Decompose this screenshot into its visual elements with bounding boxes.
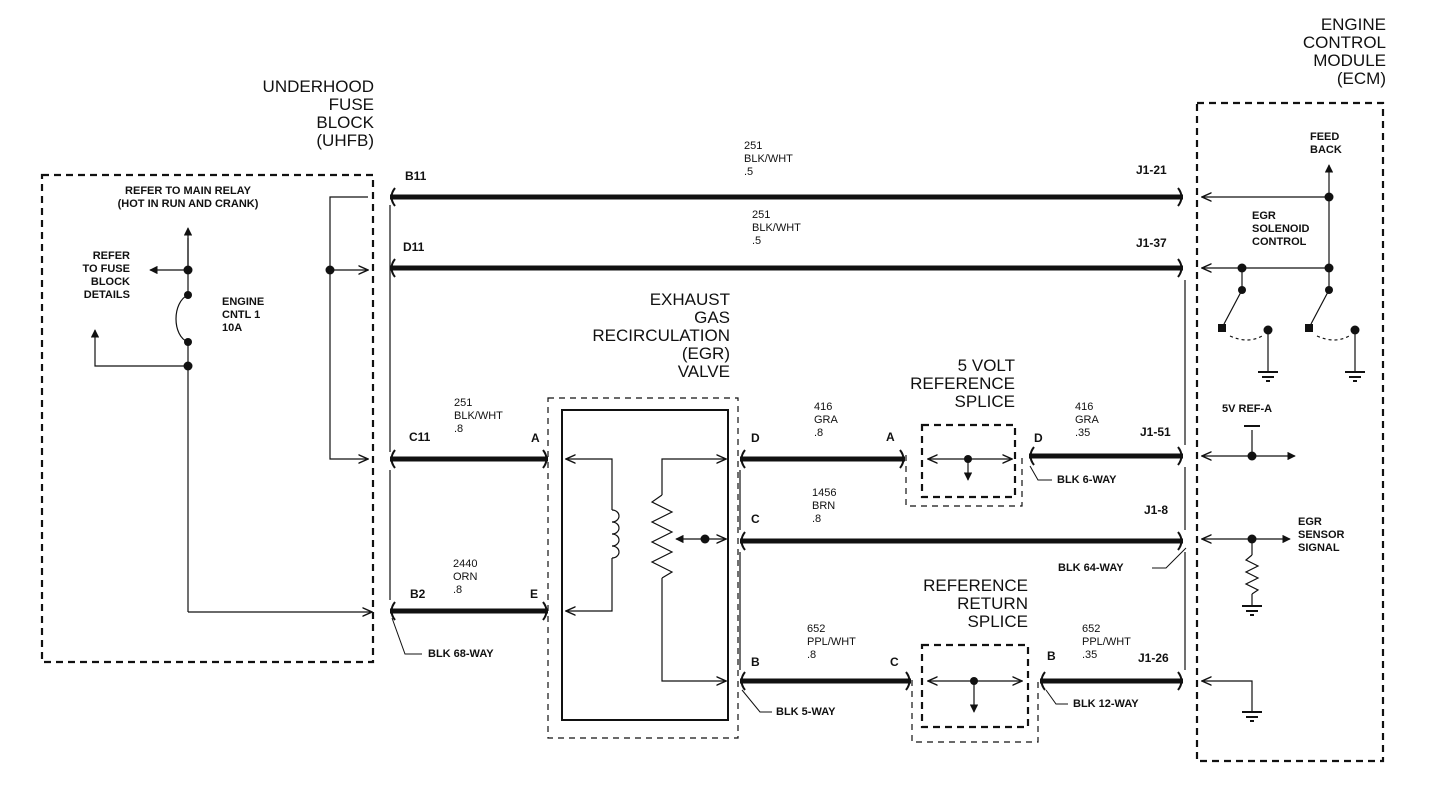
- pin-valve-a: A: [531, 431, 540, 445]
- ecm-outline: [1195, 101, 1385, 763]
- wire-label-1456: 1456 BRN .8: [812, 487, 837, 525]
- wire-label-652-ecm: 652 PPL/WHT .35: [1082, 623, 1131, 661]
- ref5v-splice-title: 5 VOLT REFERENCE SPLICE: [910, 356, 1015, 411]
- uhfb-title: UNDERHOOD FUSE BLOCK (UHFB): [262, 77, 374, 150]
- egr-valve-title: EXHAUST GAS RECIRCULATION (EGR) VALVE: [592, 290, 730, 381]
- wire-label-416-valve: 416 GRA .8: [814, 401, 838, 439]
- pin-splice5-a: A: [886, 430, 895, 444]
- pin-j1-51: J1-51: [1140, 425, 1171, 439]
- wire-label-652-valve: 652 PPL/WHT .8: [807, 623, 856, 661]
- feedback-label: FEED BACK: [1310, 131, 1342, 156]
- uhfb-outline: [40, 173, 375, 664]
- refret-splice-outline: [920, 643, 1030, 729]
- pin-j1-8: J1-8: [1144, 503, 1169, 517]
- fuse-details-note: REFER TO FUSE BLOCK DETAILS: [82, 250, 130, 301]
- solenoid-control-label: EGR SOLENOID CONTROL: [1252, 210, 1310, 248]
- wire-label-d11: 251 BLK/WHT .5: [752, 209, 801, 247]
- pin-valve-b: B: [751, 655, 760, 669]
- connector-blk5: BLK 5-WAY: [776, 706, 836, 718]
- pin-j1-37: J1-37: [1136, 236, 1167, 250]
- pin-d11: D11: [403, 240, 425, 254]
- ref-a-label: 5V REF-A: [1222, 403, 1273, 415]
- wire-label-b2: 2440 ORN .8: [453, 558, 478, 596]
- pin-splice5-d: D: [1034, 431, 1043, 445]
- wire-label-c11: 251 BLK/WHT .8: [454, 397, 503, 435]
- connector-blk64: BLK 64-WAY: [1058, 562, 1124, 574]
- egr-valve-outline: [547, 397, 739, 739]
- connector-blk12: BLK 12-WAY: [1073, 698, 1139, 710]
- pin-b2: B2: [410, 587, 426, 601]
- pin-valve-c: C: [751, 512, 760, 526]
- pin-c11: C11: [409, 430, 431, 444]
- ref5v-splice-outline: [920, 423, 1017, 499]
- pin-valve-d: D: [751, 431, 760, 445]
- connector-blk6: BLK 6-WAY: [1057, 474, 1117, 486]
- egr-sensor-signal-label: EGR SENSOR SIGNAL: [1298, 516, 1345, 554]
- fuse-label: ENGINE CNTL 1 10A: [222, 296, 265, 334]
- pin-j1-21: J1-21: [1136, 163, 1167, 177]
- pin-valve-e: E: [530, 587, 539, 601]
- pin-b11: B11: [405, 169, 427, 183]
- ecm-title: ENGINE CONTROL MODULE (ECM): [1302, 15, 1386, 88]
- refret-splice-title: REFERENCE RETURN SPLICE: [923, 576, 1028, 631]
- connector-blk68: BLK 68-WAY: [428, 648, 494, 660]
- main-relay-note: REFER TO MAIN RELAY (HOT IN RUN AND CRAN…: [117, 185, 259, 210]
- wire-label-b11: 251 BLK/WHT .5: [744, 140, 793, 178]
- wire-label-416-ecm: 416 GRA .35: [1075, 401, 1099, 439]
- pin-j1-26: J1-26: [1138, 651, 1169, 665]
- pin-spliceret-c: C: [890, 655, 899, 669]
- pin-spliceret-b: B: [1047, 649, 1056, 663]
